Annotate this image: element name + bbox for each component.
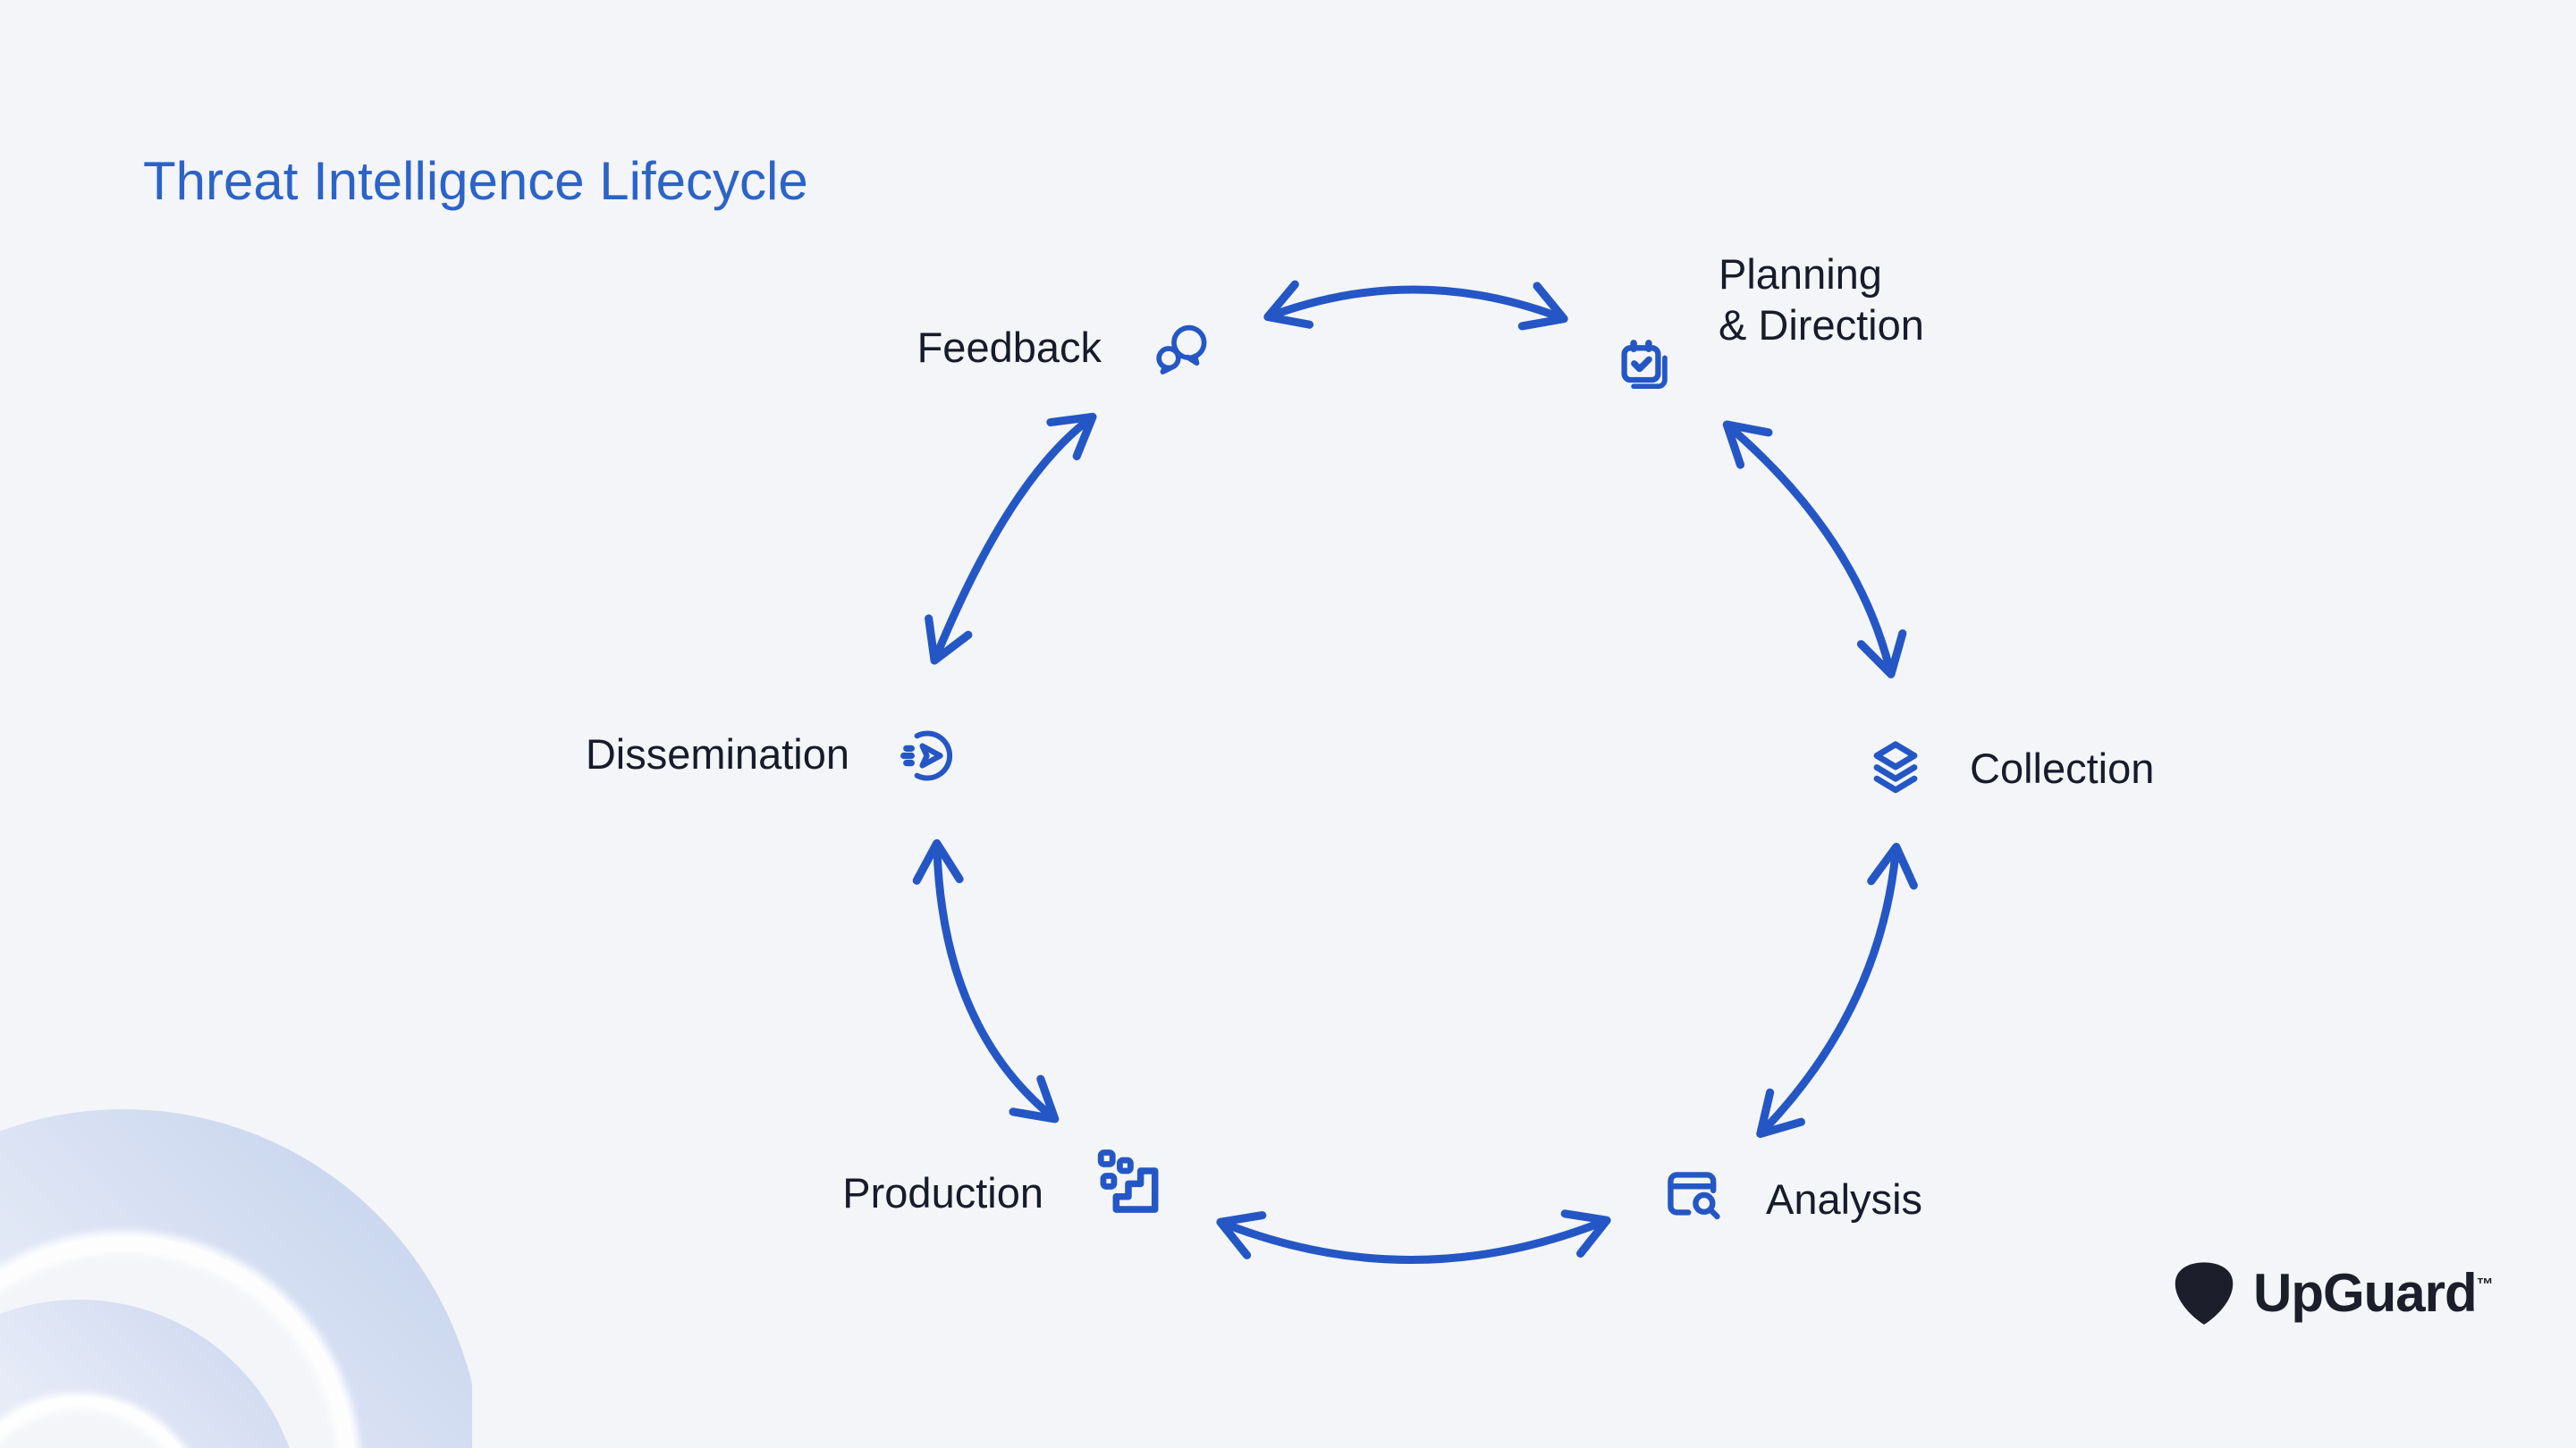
upguard-logo: UpGuard™ (2166, 1251, 2494, 1334)
swirl-decoration (0, 1109, 472, 1448)
node-production-label: Production (842, 1169, 1043, 1216)
page-title: Threat Intelligence Lifecycle (143, 151, 808, 211)
node-collection-label: Collection (1970, 745, 2155, 792)
layers-stack-icon (1873, 741, 1918, 794)
trademark-symbol: ™ (2476, 1275, 2494, 1294)
arrow-dissemination-feedback (925, 412, 1097, 665)
calendar-check-icon (1621, 340, 1668, 390)
node-analysis-label: Analysis (1766, 1175, 1923, 1223)
arrow-analysis-production (1216, 1209, 1611, 1264)
upguard-wordmark: UpGuard™ (2253, 1262, 2494, 1324)
node-planning-direction-label: Planning & Direction (1719, 248, 1924, 350)
arrow-collection-analysis (1756, 842, 1918, 1139)
upguard-pick-icon (2175, 1262, 2234, 1325)
arrow-feedback-planning (1263, 280, 1568, 331)
arrow-planning-collection (1722, 420, 1907, 678)
planning-line-1: Planning (1719, 250, 1882, 298)
blocks-stairs-icon (1097, 1149, 1159, 1213)
node-dissemination-label: Dissemination (585, 730, 849, 778)
window-search-icon (1668, 1172, 1720, 1220)
arrow-production-dissemination (912, 838, 1060, 1124)
brand-text: UpGuard (2253, 1262, 2478, 1323)
planning-line-2: & Direction (1719, 301, 1924, 349)
send-play-icon (900, 730, 953, 781)
chat-bubbles-icon (1156, 324, 1207, 375)
node-feedback-label: Feedback (916, 324, 1102, 371)
